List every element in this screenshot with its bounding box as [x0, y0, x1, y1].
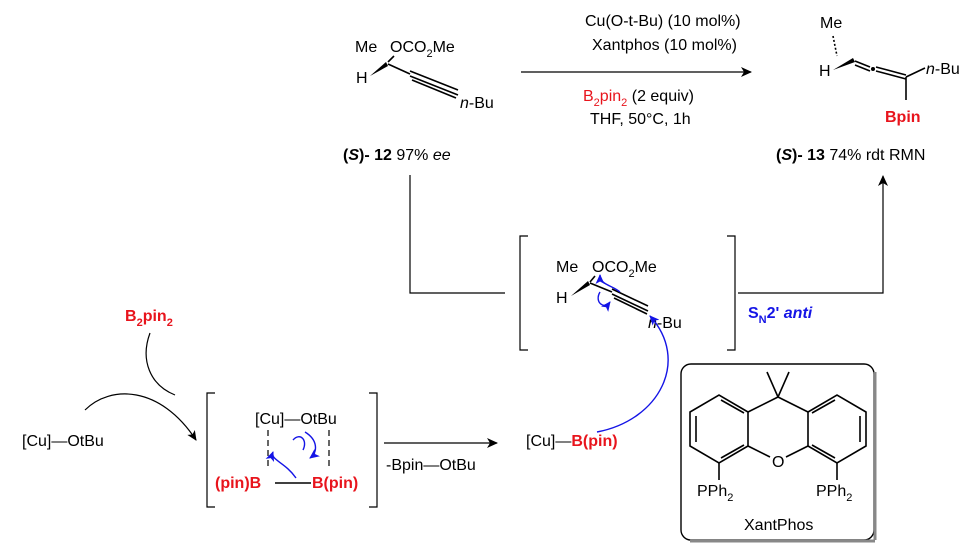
reaction-arrow-group: Cu(O-t-Bu) (10 mol%) Xantphos (10 mol%) …	[521, 13, 752, 128]
bracket-left	[519, 235, 528, 351]
triple-bond-2	[409, 75, 459, 96]
svg-text:OCO2Me: OCO2Me	[592, 259, 657, 280]
xantphos-name: XantPhos	[744, 517, 813, 534]
cu-arrow	[84, 393, 197, 441]
allene-center	[871, 67, 875, 71]
hash-bond	[832, 35, 838, 57]
xantphos-oxygen: O	[772, 454, 784, 471]
transition-state: [Cu]—OtBu (pin)B B(pin)	[206, 392, 378, 508]
electron-arrow-1	[597, 291, 611, 312]
ts-bpin: B(pin)	[312, 475, 358, 492]
connector-left	[409, 175, 505, 294]
svg-text:Me: Me	[556, 259, 578, 276]
product-13: Me H n-Bu Bpin (S)- 13 74% rdt RMN	[776, 15, 960, 164]
electron-arrow-2	[595, 274, 621, 293]
svg-text:n-Bu: n-Bu	[460, 95, 494, 112]
condition-cu: Cu(O-t-Bu) (10 mol%)	[585, 13, 741, 30]
bracket-right	[727, 235, 736, 351]
cu-otbu: [Cu]—OtBu	[22, 433, 104, 450]
triple-bond-3	[411, 79, 457, 99]
pph2-right: PPh2	[816, 483, 852, 504]
pph2-left: PPh2	[697, 483, 733, 504]
svg-text:n-Bu: n-Bu	[648, 315, 682, 332]
svg-text:OCO2Me: OCO2Me	[390, 39, 455, 60]
product-bpin: Bpin	[885, 109, 921, 126]
ts-pinb: (pin)B	[215, 475, 261, 492]
cu-bpin: [Cu]—B(pin)	[526, 433, 618, 450]
condition-thf: THF, 50°C, 1h	[590, 111, 691, 128]
substrate-12: Me OCO2Me H n-Bu (S)- 12 97% ee	[343, 39, 494, 164]
substrate-oco: OCO	[390, 39, 426, 56]
product-me: Me	[820, 15, 842, 32]
condition-b2pin2: B2pin2 (2 equiv)	[583, 88, 694, 109]
byproduct-label: -Bpin—OtBu	[386, 457, 476, 474]
attack-arrow	[596, 315, 669, 433]
xantphos-box: O PPh2 PPh2 XantPhos	[680, 363, 877, 543]
condition-xantphos: Xantphos (10 mol%)	[592, 37, 737, 54]
svg-text:H: H	[556, 290, 568, 307]
wedge-bond	[370, 62, 388, 76]
intermediate-complex: Me OCO2Me H n-Bu	[519, 235, 736, 351]
svg-text:n-Bu: n-Bu	[926, 61, 960, 78]
label-s-12: (S)- 12 97% ee	[343, 147, 451, 164]
sn2-label: SN2' anti	[748, 305, 813, 326]
product-h: H	[819, 63, 831, 80]
substrate-h: H	[356, 70, 368, 87]
svg-text:[Cu]—OtBu: [Cu]—OtBu	[255, 411, 337, 428]
b2pin2-arrow	[145, 332, 176, 396]
bond-to-o	[387, 55, 395, 63]
label-s-13: (S)- 13 74% rdt RMN	[776, 147, 925, 164]
connector-right-arrow	[738, 175, 888, 294]
b2pin2-reagent: B2pin2	[125, 308, 173, 329]
product-wedge	[833, 58, 855, 70]
substrate-me: Me	[355, 39, 377, 56]
triple-bond-1	[409, 70, 459, 91]
